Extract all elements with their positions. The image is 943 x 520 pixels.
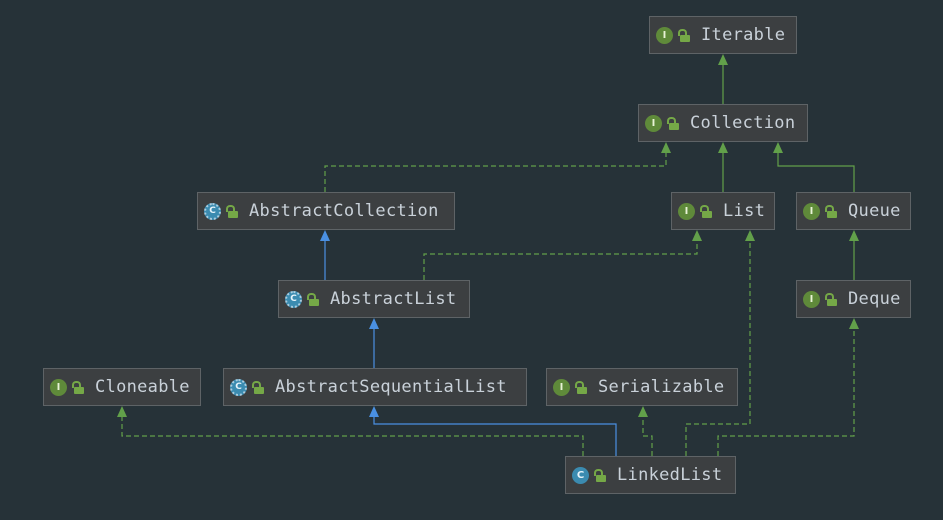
arrowhead — [117, 406, 127, 417]
public-access-icon — [574, 379, 588, 395]
arrowhead — [692, 230, 702, 241]
node-collection[interactable]: I Collection — [638, 104, 808, 142]
node-label: Iterable — [701, 25, 786, 45]
arrowhead — [849, 318, 859, 329]
arrowhead — [661, 142, 671, 153]
interface-icon: I — [656, 26, 673, 44]
edge-abstract-sequential-list-to-abstract-list — [369, 318, 379, 368]
public-access-icon — [824, 291, 838, 307]
interface-icon: I — [803, 202, 820, 220]
arrowhead — [638, 406, 648, 417]
node-label: Collection — [690, 113, 796, 133]
public-access-icon — [699, 203, 713, 219]
node-abstract-sequential-list[interactable]: C AbstractSequentialList — [223, 368, 527, 406]
interface-icon: I — [803, 290, 820, 308]
arrowhead — [745, 230, 755, 241]
edge-list-to-collection — [718, 142, 728, 192]
node-iterable[interactable]: I Iterable — [649, 16, 797, 54]
node-queue[interactable]: I Queue — [796, 192, 911, 230]
public-access-icon — [71, 379, 85, 395]
edge-abstract-list-to-abstract-collection — [320, 230, 330, 280]
node-linked-list[interactable]: C LinkedList — [565, 456, 736, 494]
public-access-icon — [251, 379, 265, 395]
node-label: Queue — [848, 201, 901, 221]
edge-abstract-list-to-list — [423, 230, 702, 280]
interface-icon: I — [50, 378, 67, 396]
arrowhead — [369, 406, 379, 417]
node-label: List — [723, 201, 766, 221]
public-access-icon — [666, 115, 680, 131]
node-label: Cloneable — [95, 377, 190, 397]
node-abstract-collection[interactable]: C AbstractCollection — [197, 192, 455, 230]
interface-icon: I — [553, 378, 570, 396]
edge-deque-to-queue — [849, 230, 859, 280]
node-serializable[interactable]: I Serializable — [546, 368, 738, 406]
edge-linked-list-to-serializable — [638, 406, 653, 456]
edge-linked-list-to-cloneable — [117, 406, 584, 456]
abstract-class-icon: C — [230, 378, 247, 396]
edge-collection-to-iterable — [718, 54, 728, 104]
public-access-icon — [306, 291, 320, 307]
class-icon: C — [572, 466, 589, 484]
node-label: Deque — [848, 289, 901, 309]
node-label: AbstractCollection — [249, 201, 439, 221]
node-label: AbstractList — [330, 289, 457, 309]
node-cloneable[interactable]: I Cloneable — [43, 368, 201, 406]
node-label: LinkedList — [617, 465, 723, 485]
arrowhead — [849, 230, 859, 241]
edge-linked-list-to-abstract-sequential-list — [369, 406, 617, 456]
public-access-icon — [225, 203, 239, 219]
node-label: Serializable — [598, 377, 725, 397]
edge-queue-to-collection — [773, 142, 855, 192]
arrowhead — [718, 54, 728, 65]
node-abstract-list[interactable]: C AbstractList — [278, 280, 470, 318]
public-access-icon — [677, 27, 691, 43]
edge-linked-list-to-deque — [717, 318, 859, 456]
node-label: AbstractSequentialList — [275, 377, 507, 397]
arrowhead — [718, 142, 728, 153]
arrowhead — [369, 318, 379, 329]
edge-abstract-collection-to-collection — [324, 142, 671, 192]
abstract-class-icon: C — [204, 202, 221, 220]
arrowhead — [320, 230, 330, 241]
abstract-class-icon: C — [285, 290, 302, 308]
arrowhead — [773, 142, 783, 153]
interface-icon: I — [645, 114, 662, 132]
public-access-icon — [824, 203, 838, 219]
interface-icon: I — [678, 202, 695, 220]
public-access-icon — [593, 467, 607, 483]
node-deque[interactable]: I Deque — [796, 280, 911, 318]
node-list[interactable]: I List — [671, 192, 775, 230]
edge-linked-list-to-list — [685, 230, 755, 456]
